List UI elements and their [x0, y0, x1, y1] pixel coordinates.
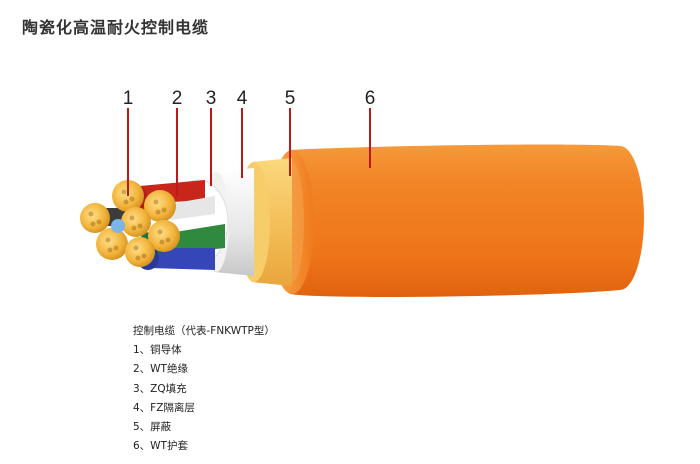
callout-5: 5	[285, 88, 296, 109]
legend-item-sheath: 6、WT护套	[133, 440, 188, 453]
legend-item-insulation: 2、WT绝缘	[133, 363, 188, 376]
callout-4: 4	[237, 88, 248, 109]
callout-3: 3	[206, 88, 217, 109]
legend-item-shield: 5、屏蔽	[133, 421, 172, 434]
sheath-layer	[270, 144, 644, 297]
legend-heading: 控制电缆（代表-FNKWTP型）	[133, 325, 275, 337]
diagram-title: 陶瓷化高温耐火控制电缆	[22, 18, 210, 37]
legend-item-filler: 3、ZQ填充	[133, 382, 187, 395]
cable-diagram: 1 2 3 4 5 6	[80, 88, 644, 297]
callout-2: 2	[172, 88, 183, 109]
legend: 控制电缆（代表-FNKWTP型） 1、铜导体 2、WT绝缘 3、ZQ填充 4、F…	[133, 322, 275, 456]
callout-6: 6	[365, 88, 376, 109]
callout-1: 1	[123, 88, 134, 109]
callout-numbers: 1 2 3 4 5 6	[123, 88, 376, 109]
callout-leaders	[127, 108, 371, 196]
legend-item-separator: 4、FZ隔离层	[133, 401, 195, 414]
copper-conductors	[80, 180, 180, 267]
legend-item-conductor: 1、铜导体	[133, 344, 182, 357]
